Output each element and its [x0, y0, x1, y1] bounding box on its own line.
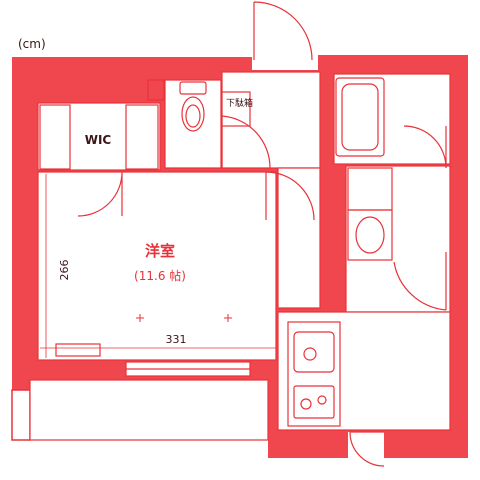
vanity-basin — [355, 216, 385, 254]
wic-shelf-left — [39, 104, 71, 170]
wic-door — [77, 171, 123, 217]
fixtures — [39, 77, 393, 427]
stove — [293, 385, 335, 419]
western-room-area — [37, 171, 277, 361]
toilet-seat — [185, 104, 201, 128]
height-dimension-label: 266 — [58, 260, 71, 281]
kitchen-counter — [287, 321, 341, 427]
dimension-lines — [40, 174, 276, 358]
toilet-bowl — [181, 96, 205, 132]
bathroom-area — [333, 73, 451, 165]
kitchen-area — [277, 311, 451, 431]
doors — [77, 1, 447, 467]
room-door — [265, 171, 315, 221]
room-label: 洋室 — [145, 242, 175, 260]
corridor-area — [277, 167, 321, 309]
washroom-area — [345, 165, 451, 313]
balcony-rail — [11, 389, 31, 441]
bathtub-inner — [341, 83, 379, 151]
shoe-cabinet-label: 下駄箱 — [226, 97, 253, 109]
balcony-area — [29, 379, 269, 441]
stove-burner-2 — [317, 395, 327, 405]
window-left — [55, 343, 101, 357]
bath-door — [403, 125, 447, 169]
toilet-sink — [147, 79, 165, 101]
unit-label: (cm) — [18, 37, 46, 51]
kitchen-sink — [293, 331, 335, 373]
shoe-cabinet — [221, 91, 251, 127]
stove-burner-1 — [300, 398, 312, 410]
wic-shelf-right — [125, 104, 159, 170]
vanity — [347, 209, 393, 261]
entrance-door — [253, 1, 313, 61]
toilet-door — [221, 115, 271, 169]
bathtub-outer — [335, 77, 385, 157]
light-1 — [136, 314, 144, 322]
kitchen-door — [349, 431, 385, 467]
toilet-tank — [179, 81, 207, 95]
sink-drain — [303, 347, 317, 361]
wic-label: WIC — [85, 133, 112, 147]
toilet-room-area — [164, 79, 222, 169]
lights — [136, 314, 232, 322]
wash-door — [393, 252, 447, 311]
light-2 — [224, 314, 232, 322]
rooms — [29, 71, 451, 441]
room-size-label: (11.6 帖) — [134, 268, 186, 283]
width-dimension-label: 331 — [166, 333, 187, 346]
